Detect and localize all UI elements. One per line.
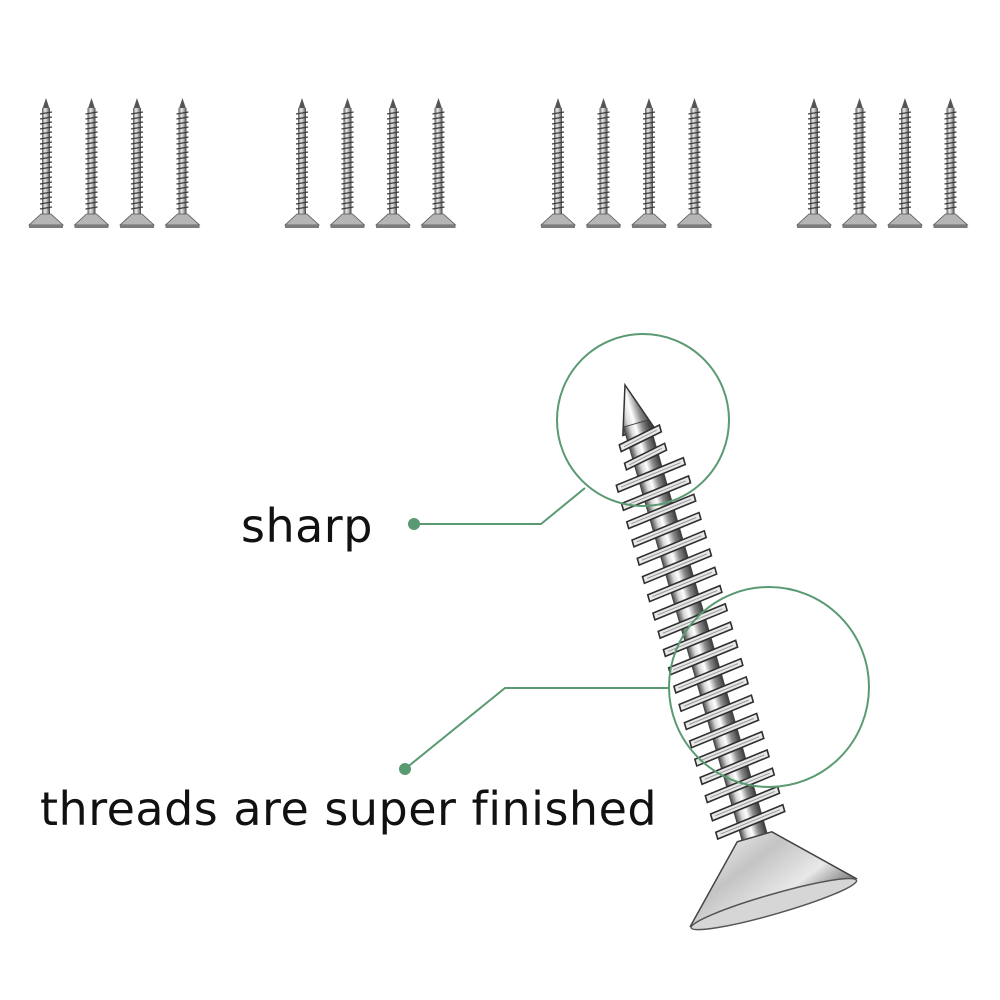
small-screw <box>795 98 833 228</box>
small-screw <box>73 98 110 228</box>
small-screw <box>420 98 457 228</box>
callout-label-sharp: sharp <box>241 499 373 553</box>
callout-line-tip <box>414 487 586 525</box>
small-screw <box>374 98 412 228</box>
small-screw <box>27 98 65 228</box>
small-screw <box>118 98 156 228</box>
callout-circle-tip <box>556 333 730 507</box>
callout-dot-threads <box>399 763 411 775</box>
small-screw <box>164 98 201 228</box>
small-screw <box>886 98 924 228</box>
callout-sharp <box>408 333 730 530</box>
callout-threads <box>399 586 870 788</box>
callout-dot-tip <box>408 518 420 530</box>
small-screw <box>841 98 878 228</box>
small-screw <box>630 98 668 228</box>
large-screw-image <box>615 382 858 931</box>
small-screw <box>329 98 366 228</box>
small-screw <box>585 98 622 228</box>
small-screw <box>932 98 969 228</box>
callout-line-threads <box>404 687 669 770</box>
small-screw <box>283 98 321 228</box>
small-screw <box>676 98 713 228</box>
screw-rows <box>27 98 969 228</box>
small-screw <box>539 98 577 228</box>
callout-label-threads: threads are super finished <box>40 782 658 836</box>
